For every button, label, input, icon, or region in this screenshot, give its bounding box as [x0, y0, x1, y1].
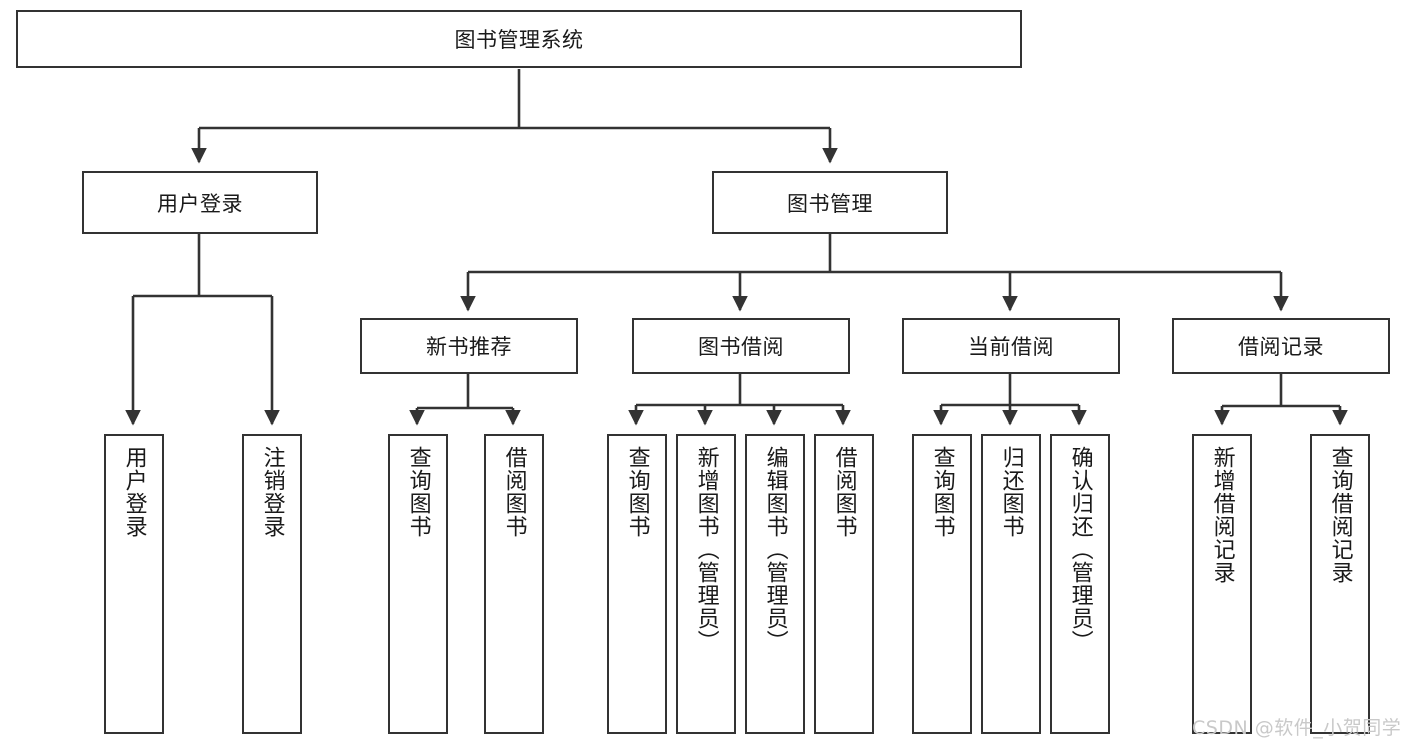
node-label: 编辑图书（管理员） [762, 446, 788, 653]
node-label: 归还图书 [998, 446, 1024, 538]
node-label: 借阅图书 [501, 446, 527, 538]
leaf-user-login-signout[interactable]: 注销登录 [242, 434, 302, 734]
leaf-borrow-add-book[interactable]: 新增图书（管理员） [676, 434, 736, 734]
node-label: 查询图书 [929, 446, 955, 538]
node-label: 图书管理系统 [454, 28, 584, 52]
node-label: 图书借阅 [698, 335, 784, 359]
leaf-borrow-query-book[interactable]: 查询图书 [607, 434, 667, 734]
node-label: 借阅图书 [831, 446, 857, 538]
node-book-borrow[interactable]: 图书借阅 [632, 318, 850, 374]
node-book-management[interactable]: 图书管理 [712, 171, 948, 234]
node-label: 新增借阅记录 [1209, 446, 1235, 584]
leaf-record-add-record[interactable]: 新增借阅记录 [1192, 434, 1252, 734]
node-borrow-record[interactable]: 借阅记录 [1172, 318, 1390, 374]
node-label: 确认归还（管理员） [1067, 446, 1093, 653]
node-label: 新书推荐 [426, 335, 512, 359]
node-label: 查询图书 [624, 446, 650, 538]
node-current-borrow[interactable]: 当前借阅 [902, 318, 1120, 374]
node-label: 借阅记录 [1238, 335, 1324, 359]
leaf-record-query-record[interactable]: 查询借阅记录 [1310, 434, 1370, 734]
leaf-borrow-edit-book[interactable]: 编辑图书（管理员） [745, 434, 805, 734]
leaf-recommend-query-book[interactable]: 查询图书 [388, 434, 448, 734]
node-label: 图书管理 [787, 191, 873, 216]
node-label: 查询图书 [405, 446, 431, 538]
csdn-watermark: CSDN @软件_小贺同学 [1192, 717, 1402, 739]
node-label: 当前借阅 [968, 335, 1054, 359]
node-label: 新增图书（管理员） [693, 446, 719, 653]
node-label: 注销登录 [259, 446, 285, 538]
node-label: 用户登录 [121, 446, 147, 538]
leaf-borrow-borrow-book[interactable]: 借阅图书 [814, 434, 874, 734]
leaf-recommend-borrow-book[interactable]: 借阅图书 [484, 434, 544, 734]
leaf-user-login-signin[interactable]: 用户登录 [104, 434, 164, 734]
node-new-book-recommend[interactable]: 新书推荐 [360, 318, 578, 374]
node-user-login[interactable]: 用户登录 [82, 171, 318, 234]
leaf-current-return-book[interactable]: 归还图书 [981, 434, 1041, 734]
leaf-current-confirm-return[interactable]: 确认归还（管理员） [1050, 434, 1110, 734]
node-root-system[interactable]: 图书管理系统 [16, 10, 1022, 68]
leaf-current-query-book[interactable]: 查询图书 [912, 434, 972, 734]
node-label: 查询借阅记录 [1327, 446, 1353, 584]
node-label: 用户登录 [157, 191, 243, 216]
